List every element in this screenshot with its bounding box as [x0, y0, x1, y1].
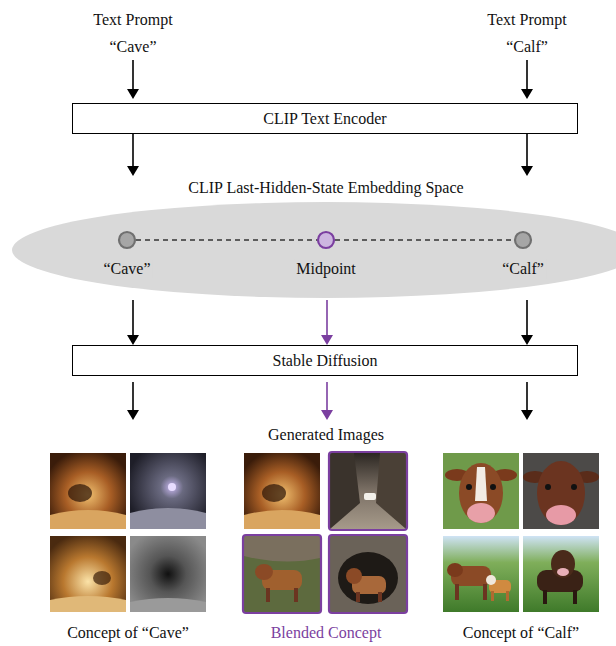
output-arrows [127, 382, 533, 420]
point-circle [514, 231, 532, 249]
section-heading: Generated Images [268, 425, 384, 444]
point-label: Midpoint [294, 259, 358, 278]
embedding-point: “Calf” [514, 231, 532, 249]
point-circle [317, 231, 335, 249]
box-label: CLIP Text Encoder [263, 109, 386, 128]
point-circle [318, 232, 334, 248]
connector-line [335, 239, 514, 241]
cave-images [50, 453, 206, 612]
highlight-frame [243, 535, 321, 613]
embedding-space-ellipse [12, 202, 616, 298]
arrowhead [127, 335, 139, 345]
flow-arrow [521, 300, 533, 345]
dashed-path [136, 240, 317, 241]
arrowhead [321, 335, 333, 345]
flow-arrow [127, 300, 139, 345]
prompt-word: “Calf” [506, 37, 548, 56]
connector-line [526, 134, 528, 167]
connector-line [526, 300, 528, 336]
prompt-word: “Cave” [109, 37, 156, 56]
calf-image [523, 536, 599, 612]
flow-arrow [321, 300, 333, 345]
cave-image [50, 536, 126, 612]
embedding-space: CLIP Last-Hidden-State Embedding Space “C… [12, 176, 616, 300]
connector-line [326, 300, 328, 336]
midpoint-marker: Midpoint [317, 231, 335, 249]
connector-line [132, 134, 134, 167]
calf-image [443, 536, 519, 612]
point-label: “Calf” [500, 259, 546, 278]
image-caption: Concept of “Cave” [67, 623, 189, 642]
calf-images [443, 453, 599, 612]
calf-image [523, 453, 599, 529]
image-caption: Concept of “Calf” [463, 623, 579, 642]
blended-image [244, 536, 320, 612]
flow-arrow [127, 134, 139, 176]
connector-line [136, 239, 317, 241]
dashed-path [335, 240, 514, 241]
point-circle [119, 232, 135, 248]
cave-image [50, 453, 126, 529]
embedding-point: “Cave” [118, 231, 136, 249]
point-label: “Cave” [101, 259, 152, 278]
image-caption: Blended Concept [271, 623, 382, 642]
point-circle [118, 231, 136, 249]
connector-line [132, 300, 134, 336]
cave-image [130, 536, 206, 612]
prompt-heading: Text Prompt [487, 10, 566, 29]
highlight-frame [329, 535, 407, 613]
highlight-frame [329, 452, 407, 530]
blended-image [244, 453, 320, 529]
prompt-arrows [127, 60, 533, 99]
blended-image [330, 536, 406, 612]
space-heading: CLIP Last-Hidden-State Embedding Space [12, 178, 616, 197]
encoder-box: CLIP Text Encoder [72, 103, 578, 134]
arrowhead [127, 166, 139, 176]
blended-image [330, 453, 406, 529]
point-circle [515, 232, 531, 248]
arrowhead [521, 166, 533, 176]
calf-image [443, 453, 519, 529]
blended-images [243, 452, 407, 613]
arrowhead [521, 335, 533, 345]
flow-arrow [521, 134, 533, 176]
prompt-heading: Text Prompt [93, 10, 172, 29]
cave-image [130, 453, 206, 529]
diffusion-box: Stable Diffusion [72, 345, 578, 376]
box-label: Stable Diffusion [272, 351, 377, 370]
